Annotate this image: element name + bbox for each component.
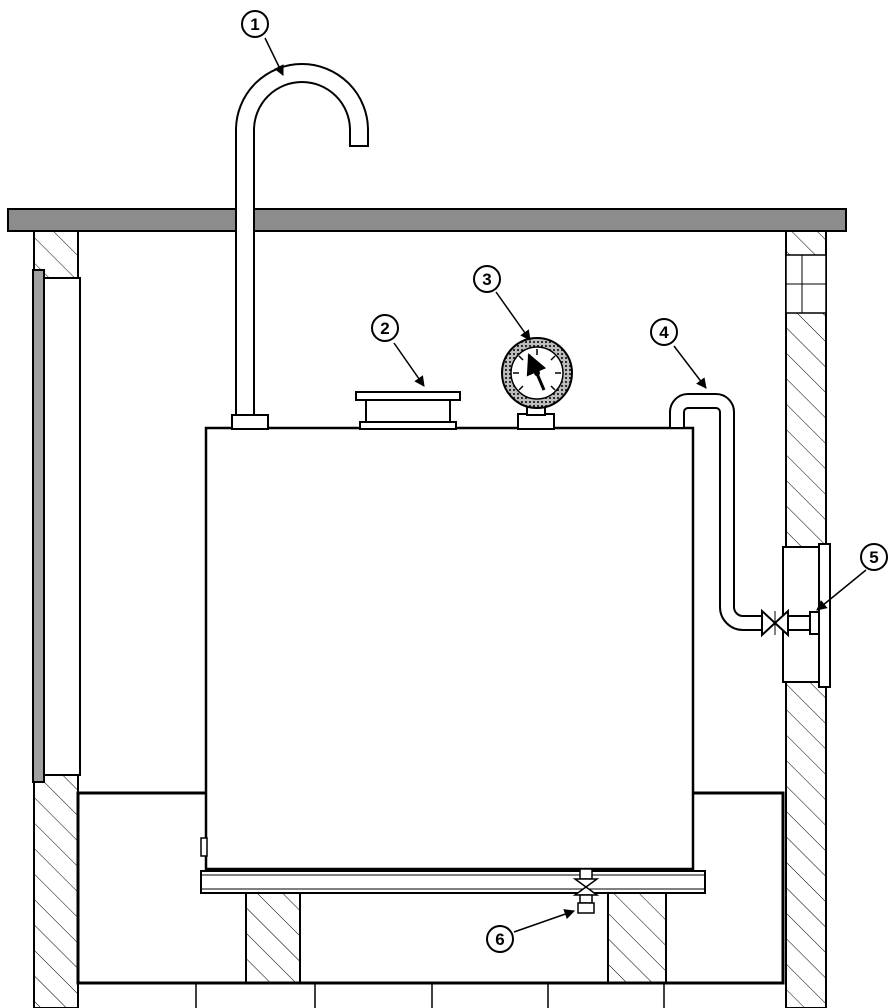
tank-side-stub	[200, 837, 208, 857]
inspection-hatch	[355, 391, 461, 430]
breather-pipe	[231, 63, 369, 430]
callout-2: 2	[371, 314, 399, 342]
callout-label: 2	[380, 319, 389, 338]
ceiling-slab	[7, 208, 847, 232]
callout-6: 6	[486, 925, 514, 953]
leader-6	[513, 909, 575, 933]
callout-5: 5	[860, 543, 888, 571]
leader-4	[673, 345, 707, 389]
callout-label: 3	[482, 270, 491, 289]
leader-3	[495, 291, 531, 341]
tank-body	[204, 426, 695, 871]
door-frame	[32, 269, 81, 783]
callout-label: 5	[869, 548, 878, 567]
callout-leaders	[264, 37, 867, 933]
leader-2	[393, 342, 425, 387]
drain-valve	[572, 868, 600, 914]
callout-3: 3	[473, 265, 501, 293]
leader-5	[816, 569, 867, 611]
support-rail	[200, 870, 706, 894]
pressure-gauge	[501, 337, 573, 430]
floor-joints	[78, 982, 783, 1008]
callout-label: 4	[659, 323, 669, 342]
callout-1: 1	[241, 10, 269, 38]
fill-connection	[761, 608, 820, 638]
fill-pipe	[669, 393, 763, 631]
callout-4: 4	[650, 318, 678, 346]
callout-label: 6	[495, 930, 504, 949]
callout-label: 1	[250, 15, 259, 34]
leader-1	[264, 37, 284, 76]
